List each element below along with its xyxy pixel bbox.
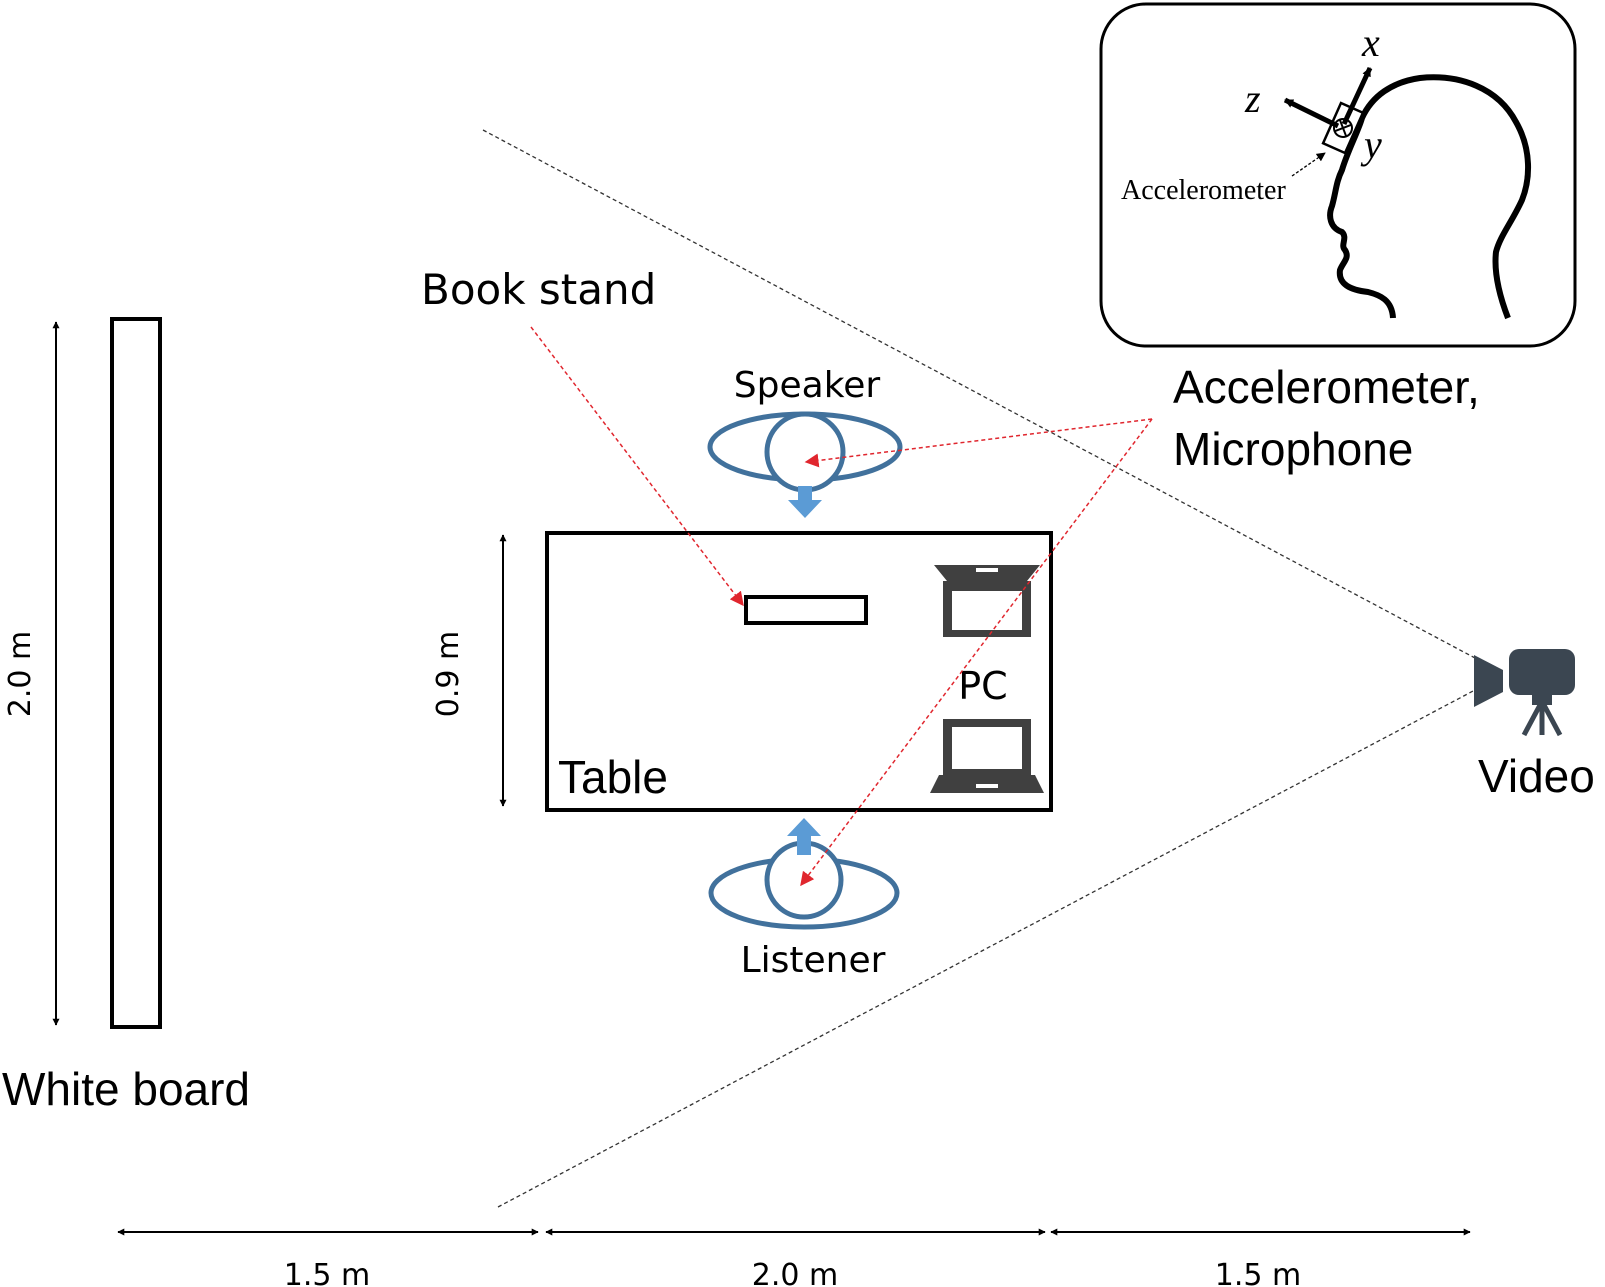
laptop-icon — [934, 565, 1040, 637]
speaker-label: Speaker — [734, 365, 881, 406]
accelerometer-inset-label: Accelerometer — [1121, 175, 1286, 206]
sensors-label-line2: Microphone — [1173, 423, 1413, 475]
book-stand — [744, 595, 868, 625]
head-profile — [1327, 74, 1531, 320]
listener-figure — [708, 818, 900, 930]
table-depth-label: 0.9 m — [431, 631, 466, 717]
axis-y-label: y — [1360, 122, 1382, 167]
video-camera-icon — [1474, 649, 1575, 737]
axis-z-arrow — [1283, 97, 1340, 129]
whiteboard-label: White board — [2, 1063, 250, 1115]
axis-x-label: x — [1361, 20, 1380, 65]
whiteboard — [110, 317, 162, 1029]
table-width-label: 2.0 m — [752, 1258, 838, 1287]
sensors-label-line1: Accelerometer, — [1173, 361, 1480, 413]
axis-x-arrow — [1341, 66, 1373, 126]
listener-label: Listener — [741, 940, 886, 981]
table-label: Table — [558, 751, 668, 803]
accelerometer-pointer — [1291, 152, 1326, 177]
axis-z-label: z — [1244, 76, 1261, 121]
laptop-icon — [930, 719, 1044, 793]
book-stand-label: Book stand — [421, 265, 656, 314]
right-gap-label: 1.5 m — [1215, 1258, 1301, 1287]
sensor-pointer-lines — [530, 326, 1153, 887]
pc-label: PC — [958, 664, 1007, 708]
left-gap-label: 1.5 m — [284, 1258, 370, 1287]
speaker-figure — [707, 411, 903, 518]
whiteboard-height-label: 2.0 m — [3, 631, 38, 717]
camera-view-lines — [482, 129, 1476, 1208]
head-inset: x z y Accelerometer — [1099, 2, 1577, 348]
video-label: Video — [1478, 750, 1595, 802]
